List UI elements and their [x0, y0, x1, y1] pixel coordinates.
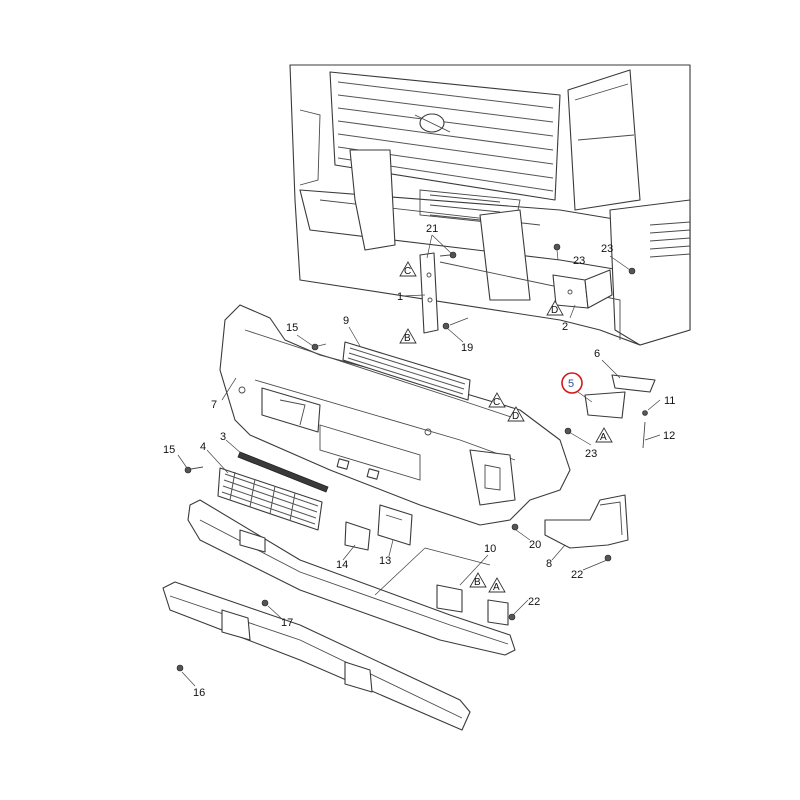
fastener-15-top — [311, 343, 319, 351]
callout-23-mid: 23 — [585, 448, 597, 460]
fastener-17 — [261, 599, 269, 607]
callout-20: 20 — [529, 539, 541, 551]
callout-23-right: 23 — [601, 243, 613, 255]
svg-text:D: D — [512, 411, 519, 422]
fastener-23-mid — [564, 427, 572, 435]
ref-triangle-d-top: D — [546, 300, 564, 316]
callout-8: 8 — [546, 558, 552, 570]
callout-1: 1 — [397, 291, 403, 303]
fastener-22-right — [604, 554, 612, 562]
callout-17: 17 — [281, 617, 293, 629]
part-10-lower-lip — [187, 499, 516, 656]
part-8-corner — [544, 494, 629, 549]
callout-7: 7 — [211, 399, 217, 411]
ref-triangle-d-mid: D — [507, 406, 525, 422]
callout-4: 4 — [200, 441, 206, 453]
fastener-23-top — [553, 243, 561, 251]
svg-text:A: A — [493, 582, 500, 593]
callout-15-left: 15 — [163, 444, 175, 456]
part-1-bracket — [419, 252, 439, 334]
callout-10: 10 — [484, 543, 496, 555]
fastener-22-lower — [508, 613, 516, 621]
fastener-23-right — [628, 267, 636, 275]
part-13-bracket — [377, 504, 413, 546]
fastener-11 — [642, 410, 648, 416]
side-vents — [649, 221, 691, 258]
part-10-clips — [436, 584, 509, 626]
highlight-ring — [561, 372, 583, 394]
part-7-bumper-body — [219, 304, 571, 526]
lower-grille-mesh — [221, 471, 319, 525]
leader-lines — [177, 234, 661, 687]
svg-text:C: C — [404, 266, 411, 277]
svg-text:B: B — [404, 333, 411, 344]
truck-cab-front — [289, 64, 691, 346]
callout-14: 14 — [336, 559, 348, 571]
part-16-beam — [162, 581, 471, 731]
fastener-16 — [176, 664, 184, 672]
callout-11: 11 — [664, 395, 675, 407]
ref-triangle-c-top: C — [399, 261, 417, 277]
part-6-bracket — [611, 374, 656, 393]
fastener-15-left — [184, 466, 192, 474]
fastener-19 — [442, 322, 450, 330]
ref-triangle-a-low: A — [488, 577, 506, 593]
ref-triangle-a-mid: A — [595, 427, 613, 443]
callout-2: 2 — [562, 321, 568, 333]
part-5-bracket — [584, 391, 626, 419]
callout-6: 6 — [594, 348, 600, 360]
upper-grille-mesh — [347, 347, 466, 395]
callout-numbers: 1 2 3 4 5 6 7 8 9 10 11 12 13 14 15 15 1… — [163, 223, 675, 699]
callout-12: 12 — [663, 430, 675, 442]
ref-triangle-b-top: B — [399, 328, 417, 344]
svg-text:D: D — [551, 305, 558, 316]
svg-text:A: A — [600, 432, 607, 443]
part-9-upper-grille — [342, 341, 471, 401]
part-14-bracket — [344, 521, 371, 551]
callout-9: 9 — [343, 315, 349, 327]
fastener-12 — [642, 421, 646, 449]
callout-23-top: 23 — [573, 255, 585, 267]
callout-13: 13 — [379, 555, 391, 567]
callout-15-top: 15 — [286, 322, 298, 334]
ref-triangle-c-mid: C — [488, 392, 506, 408]
callout-5[interactable]: 5 — [568, 378, 574, 390]
ref-triangle-b-low: B — [469, 572, 487, 588]
callout-3: 3 — [220, 431, 226, 443]
fastener-20 — [511, 523, 519, 531]
svg-text:C: C — [493, 397, 500, 408]
callout-16: 16 — [193, 687, 205, 699]
fasteners — [176, 243, 648, 672]
part-4-lower-grille — [217, 467, 323, 531]
callout-21: 21 — [426, 223, 438, 235]
part-3-strip — [237, 451, 329, 493]
part-2-bracket — [552, 269, 613, 309]
callout-22-lower: 22 — [528, 596, 540, 608]
svg-text:B: B — [474, 577, 481, 588]
callout-19: 19 — [461, 342, 473, 354]
callout-22-right: 22 — [571, 569, 583, 581]
